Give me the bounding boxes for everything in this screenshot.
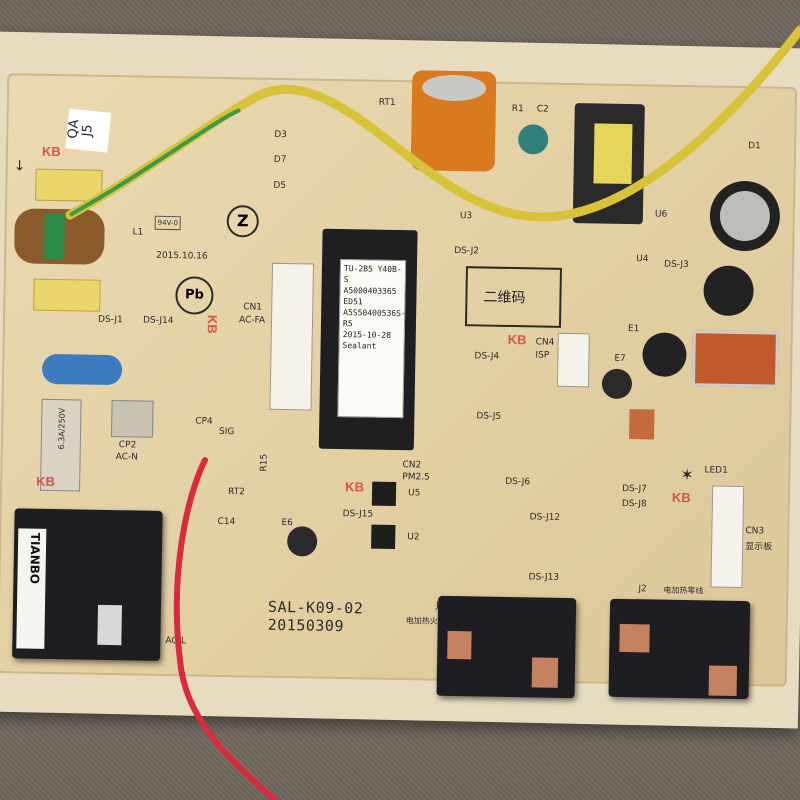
green-stripe	[69, 108, 241, 217]
yellow-wire	[65, 25, 800, 222]
red-wire	[173, 457, 278, 800]
